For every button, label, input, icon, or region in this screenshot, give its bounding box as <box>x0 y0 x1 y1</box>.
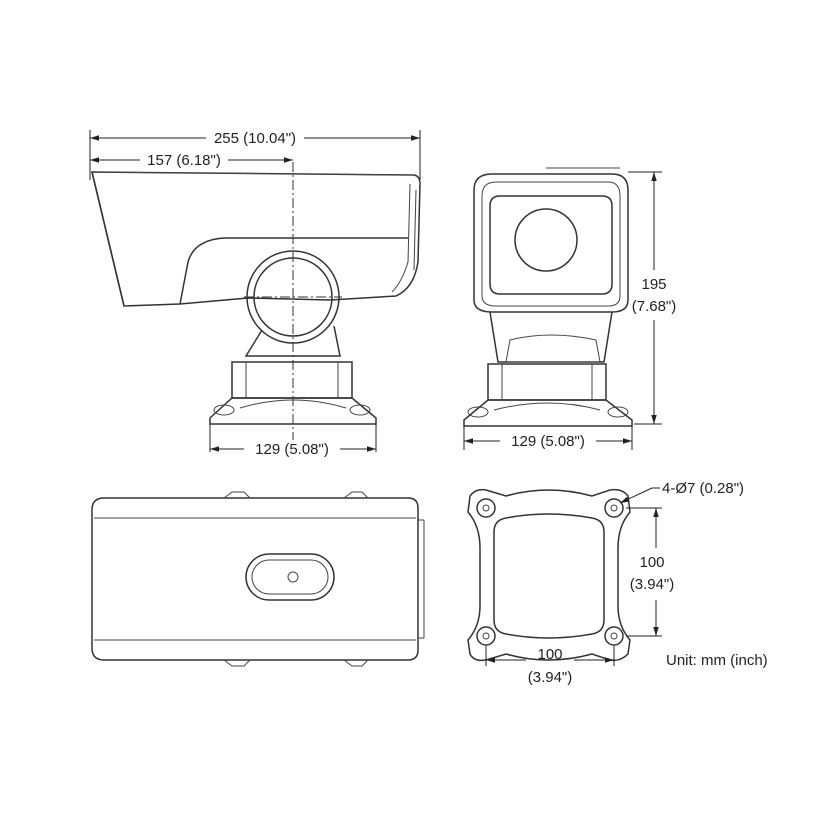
front-dimensions <box>463 171 662 450</box>
side-base-width-label: 129 (5.08") <box>255 441 329 458</box>
hole-vertical-in-label: (3.94") <box>630 576 675 593</box>
base-view <box>467 488 631 662</box>
side-view <box>91 162 421 440</box>
front-height-mm-label: 195 <box>641 276 666 293</box>
base-dimensions <box>485 487 662 666</box>
unit-note: Unit: mm (inch) <box>666 652 768 669</box>
side-total-length-label: 255 (10.04") <box>214 130 296 147</box>
top-view <box>91 491 425 667</box>
hole-horizontal-in-label: (3.94") <box>528 669 573 686</box>
front-view <box>463 167 633 427</box>
side-dimensions <box>89 130 421 452</box>
hole-horizontal-mm-label: 100 <box>537 646 562 663</box>
front-base-width-label: 129 (5.08") <box>511 433 585 450</box>
front-height-in-label: (7.68") <box>632 298 677 315</box>
side-pivot-offset-label: 157 (6.18") <box>147 152 221 169</box>
hole-spec-label: 4-Ø7 (0.28") <box>662 480 744 497</box>
hole-vertical-mm-label: 100 <box>639 554 664 571</box>
